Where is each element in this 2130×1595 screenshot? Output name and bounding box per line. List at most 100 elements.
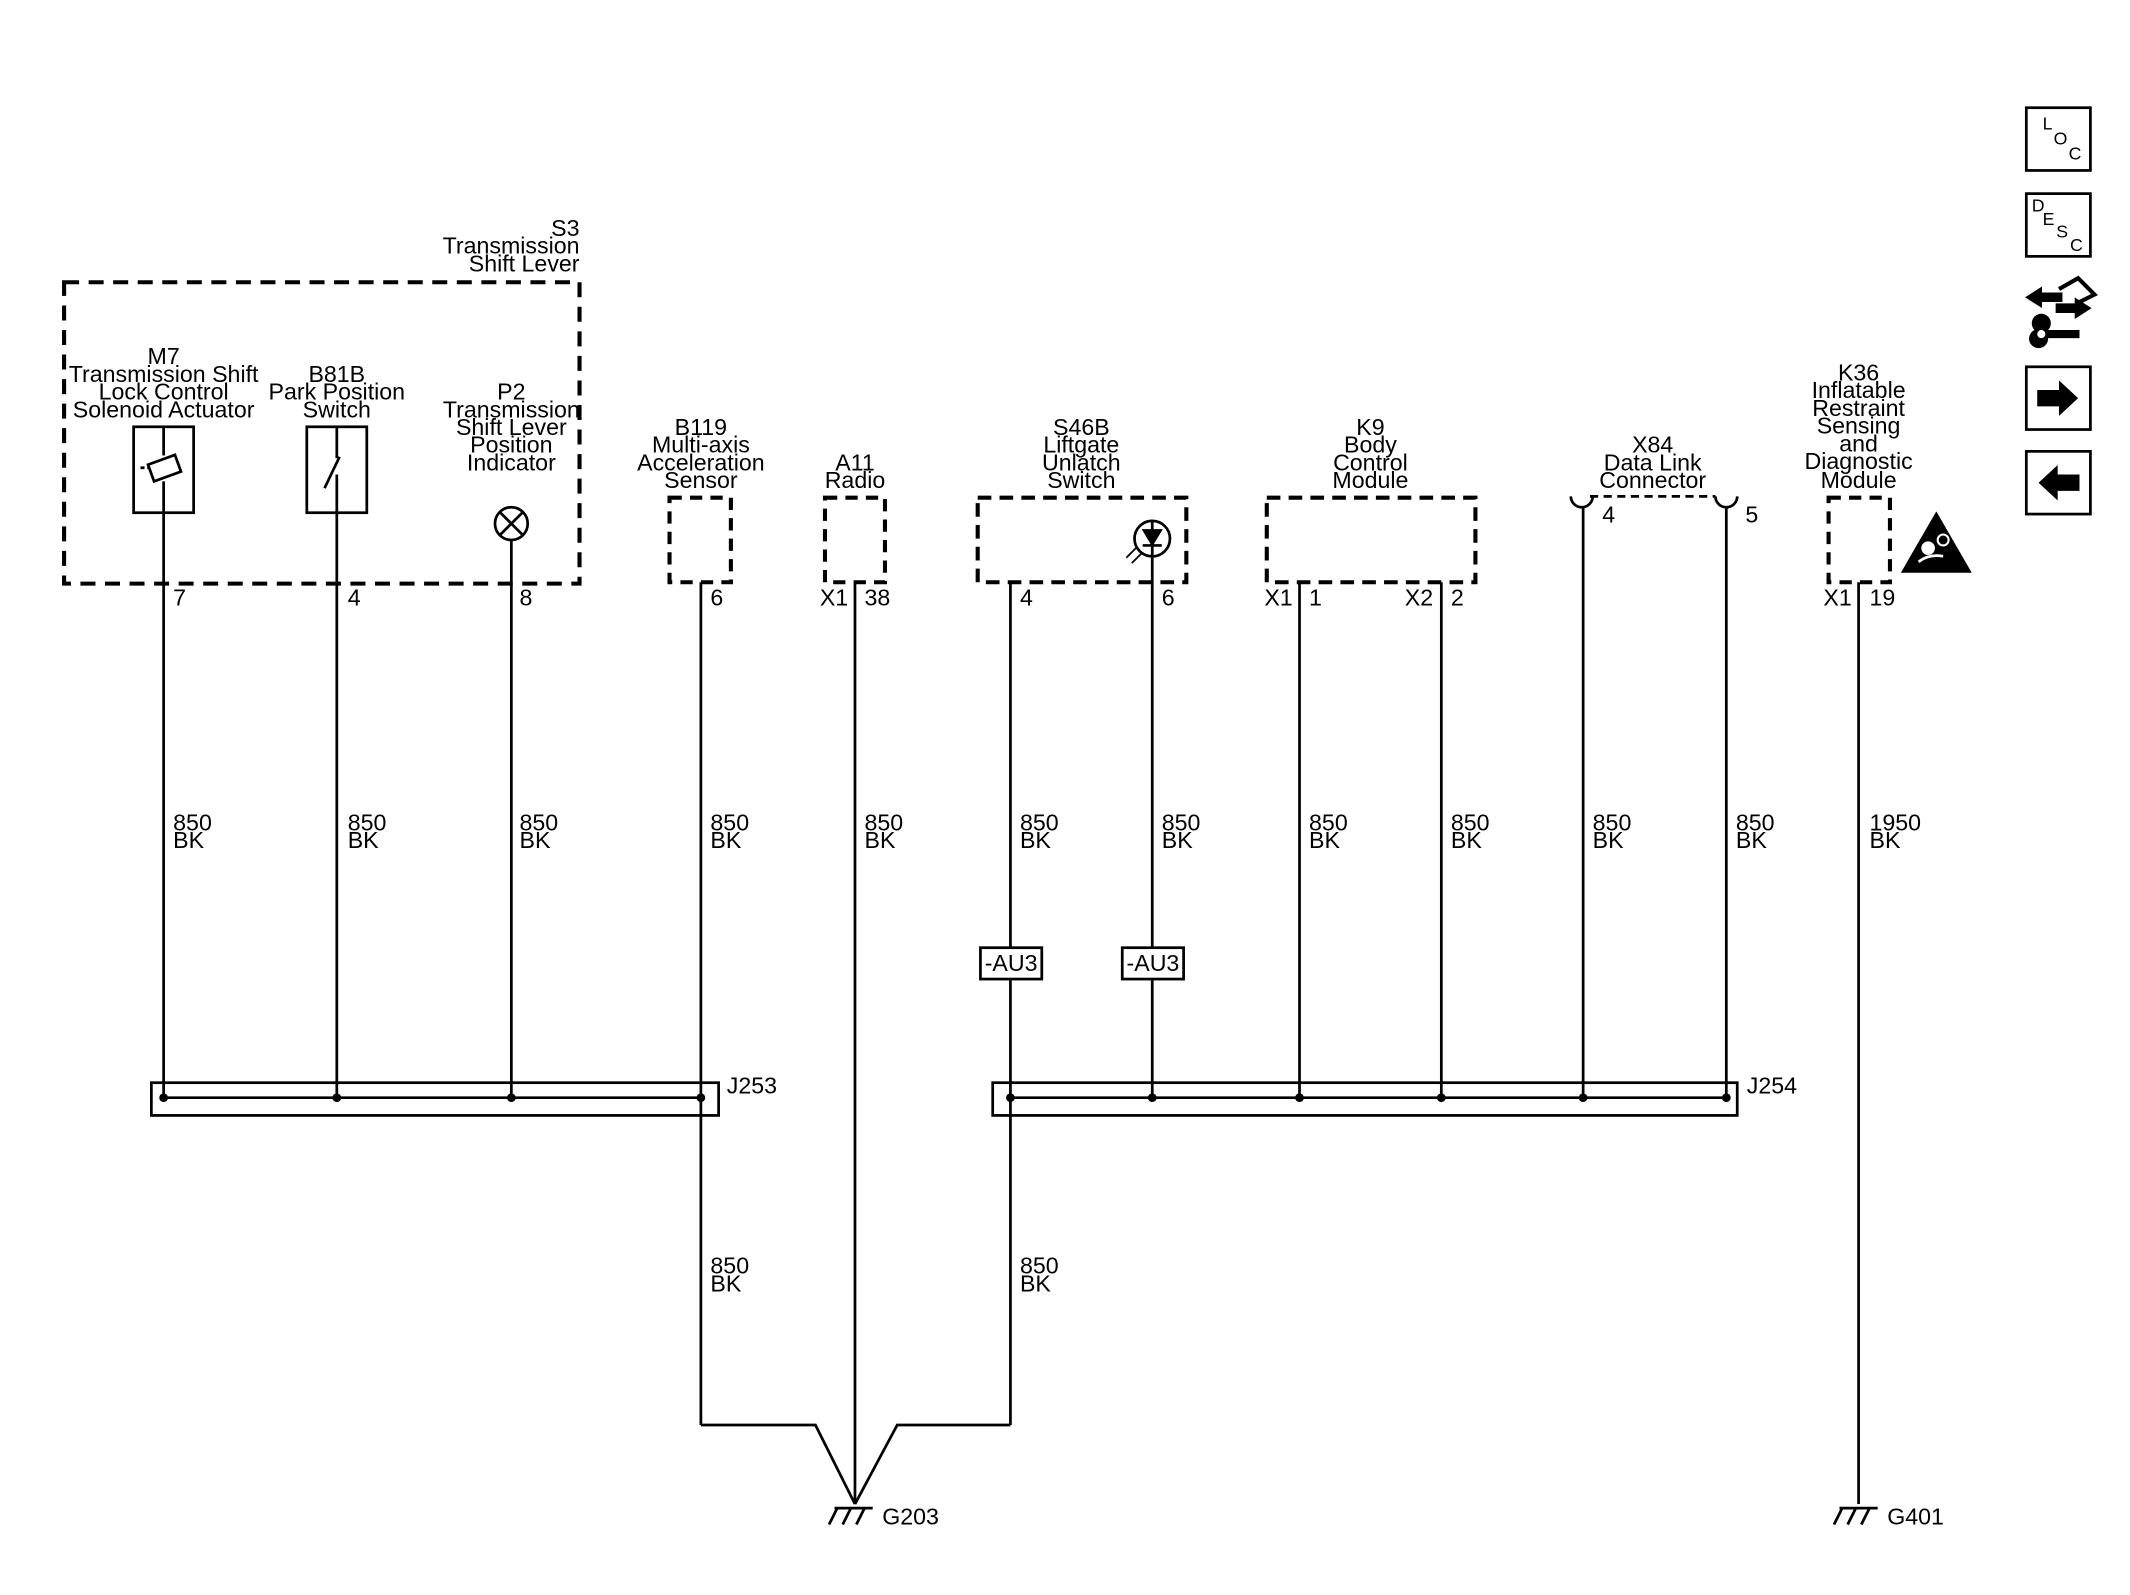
k9-name-line2: Control [1333, 449, 1408, 475]
b81b-switch-symbol [305, 425, 369, 515]
splice-j254-nodes [1006, 1093, 1731, 1103]
k36-name-line5: Diagnostic [1804, 448, 1912, 474]
s46b-label: S46B Liftgate Unlatch Switch [1042, 414, 1121, 493]
arrow-left-icon[interactable] [2024, 449, 2092, 516]
wire-k9-b-color: BK [1451, 827, 1482, 853]
b81b-label: B81B Park Position Switch [269, 361, 406, 422]
b81b-pin: 4 [348, 584, 361, 610]
x84-name-line1: Data Link [1604, 449, 1702, 475]
desc-letter-e: E [2043, 209, 2055, 229]
ground-g401-label: G401 [1887, 1504, 1944, 1530]
wire-labels: 850 BK 850 BK 850 BK 850 BK 850 BK 850 B… [173, 809, 1921, 1296]
wire-k9-a-color: BK [1309, 827, 1340, 853]
a11-id: A11 [835, 449, 875, 475]
b119-id: B119 [675, 414, 727, 440]
wire-k36-color: BK [1869, 827, 1900, 853]
x84-id: X84 [1632, 432, 1673, 458]
location-button[interactable]: L O C [2024, 106, 2092, 172]
splice-j253 [149, 1081, 720, 1117]
wire-p2-gauge: 850 [520, 809, 559, 835]
k9-name-line1: Body [1344, 432, 1397, 458]
s3-dashed-housing [62, 280, 582, 586]
wire-s46b-b-gauge: 850 [1162, 809, 1201, 835]
desc-letter-d: D [2032, 195, 2045, 215]
k9-label: K9 Body Control Module [1332, 414, 1408, 493]
k36-pin: 19 [1869, 584, 1895, 610]
k36-label: K36 Inflatable Restraint Sensing and Dia… [1804, 359, 1912, 493]
a11-dashed-housing [822, 495, 888, 585]
p2-label: P2 Transmission Shift Lever Position Ind… [443, 379, 580, 476]
desc-letter-c: C [2070, 235, 2083, 255]
x84-connector-symbol [1569, 494, 1739, 509]
s46b-pin-a: 4 [1020, 584, 1033, 610]
k36-name-line6: Module [1821, 467, 1897, 493]
k36-connector: X1 [1823, 584, 1851, 610]
k9-connector-b: X2 [1405, 584, 1433, 610]
ground-g203-label: G203 [882, 1504, 939, 1530]
a11-connector: X1 [820, 584, 848, 610]
p2-id: P2 [497, 379, 525, 405]
k36-name-line2: Restraint [1812, 395, 1905, 421]
p2-name-line2: Shift Lever [456, 414, 567, 440]
k9-dashed-housing [1264, 495, 1478, 585]
wire-b81b-gauge: 850 [348, 809, 387, 835]
wire-k9-b-gauge: 850 [1451, 809, 1490, 835]
loc-letter-o: O [2054, 129, 2068, 149]
a11-name-line1: Radio [825, 467, 886, 493]
connector-repair-icon[interactable] [2025, 275, 2098, 349]
m7-name-line2: Lock Control [99, 379, 229, 405]
pin-labels: 7 4 8 6 X1 38 4 6 X1 1 X2 2 4 5 X1 19 [173, 501, 1895, 610]
m7-pin: 7 [173, 584, 186, 610]
s46b-name-line1: Liftgate [1043, 432, 1119, 458]
m7-solenoid-symbol [132, 425, 195, 515]
k9-id: K9 [1356, 414, 1384, 440]
m7-name-line1: Transmission Shift [69, 361, 259, 387]
wire-x84-a-gauge: 850 [1593, 809, 1632, 835]
splice-j254-label: J254 [1747, 1073, 1797, 1099]
s46b-led-symbol [1125, 519, 1172, 564]
s46b-id: S46B [1053, 414, 1110, 440]
option-box-au3-a: -AU3 [979, 946, 1044, 981]
wire-x84-a-color: BK [1593, 827, 1624, 853]
b119-name-line2: Acceleration [637, 449, 765, 475]
b81b-name-line1: Park Position [269, 379, 406, 405]
k36-name-line4: and [1839, 430, 1878, 456]
wire-j254-ground-color: BK [1020, 1270, 1051, 1296]
arrow-right-icon[interactable] [2024, 365, 2092, 431]
wire-j253-ground-color: BK [710, 1270, 741, 1296]
s3-id: S3 [551, 215, 579, 241]
wire-s46b-a-gauge: 850 [1020, 809, 1059, 835]
s46b-dashed-housing [975, 495, 1189, 585]
b81b-name-line2: Switch [303, 396, 371, 422]
k36-name-line1: Inflatable [1812, 377, 1906, 403]
b119-pin: 6 [710, 584, 723, 610]
description-button[interactable]: D E S C [2024, 192, 2092, 258]
p2-name-line1: Transmission [443, 396, 580, 422]
k36-id: K36 [1838, 359, 1879, 385]
wire-b119-gauge: 850 [710, 809, 749, 835]
wire-k36-gauge: 1950 [1869, 809, 1921, 835]
s3-name-line2: Shift Lever [469, 250, 580, 276]
b119-name-line3: Sensor [664, 467, 738, 493]
airbag-warning-icon [1900, 511, 1972, 573]
a11-label: A11 Radio [825, 449, 886, 493]
b119-name-line1: Multi-axis [652, 432, 750, 458]
splice-j254 [991, 1081, 1739, 1117]
wire-j253-ground-gauge: 850 [710, 1253, 749, 1279]
loc-letter-l: L [2043, 114, 2053, 134]
wires [162, 507, 1860, 1505]
splice-j253-label: J253 [727, 1073, 777, 1099]
wire-b81b-color: BK [348, 827, 379, 853]
option-box-au3-b: -AU3 [1120, 946, 1185, 981]
p2-name-line3: Position [470, 432, 552, 458]
x84-pin-b: 5 [1745, 501, 1758, 527]
splice-j253-nodes [159, 1093, 706, 1103]
ground-g203-symbol [827, 1506, 873, 1526]
s46b-pin-b: 6 [1162, 584, 1175, 610]
a11-pin: 38 [865, 584, 891, 610]
m7-id: M7 [148, 343, 180, 369]
loc-letter-c: C [2069, 144, 2082, 164]
wire-j254-ground-gauge: 850 [1020, 1253, 1059, 1279]
p2-pin: 8 [520, 584, 533, 610]
